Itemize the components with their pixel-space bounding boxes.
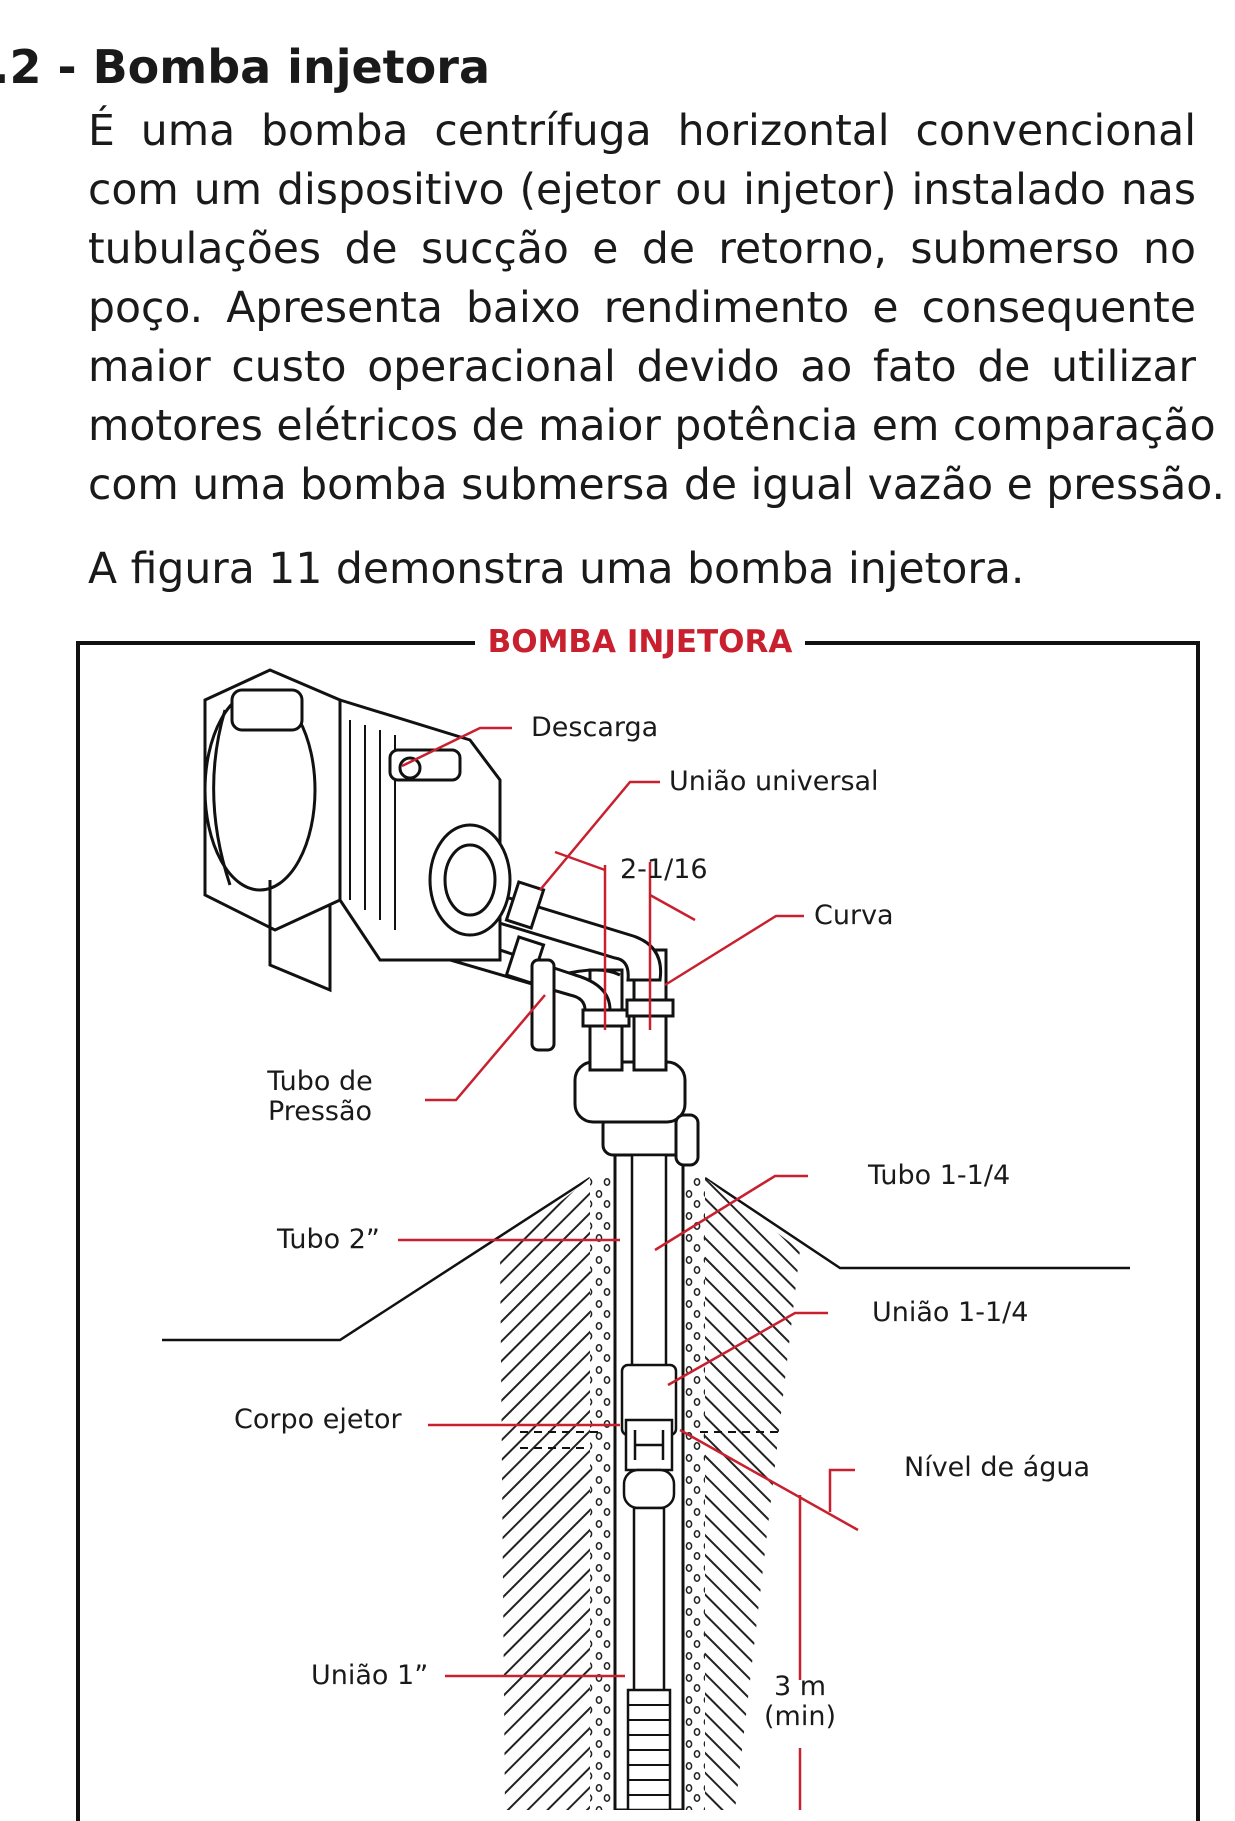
ejector-assembly (620, 1153, 678, 1810)
well-head (573, 1060, 700, 1167)
label-tubo-1-1-4: Tubo 1-1/4 (868, 1160, 1011, 1191)
label-uniao-1-1-4: União 1-1/4 (872, 1297, 1029, 1328)
label-tubo-de-pressao-line1: Tubo de (267, 1066, 373, 1097)
label-distance-3m: 3 m (min) (755, 1672, 845, 1732)
paragraph-line: É uma bomba centrífuga horizontal conven… (88, 107, 1196, 156)
section-heading: .2 - Bomba injetora (0, 40, 490, 94)
label-tubo-de-pressao: Tubo de Pressão (255, 1067, 385, 1127)
label-tubo-2: Tubo 2” (277, 1224, 380, 1255)
label-distance-min: (min) (764, 1701, 836, 1732)
figure-title: BOMBA INJETORA (475, 618, 805, 666)
paragraph-line: maior custo operacional devido ao fato d… (88, 343, 1196, 392)
label-distance-value: 3 m (773, 1671, 827, 1702)
paragraph-line: tubulações de sucção e de retorno, subme… (88, 225, 1196, 274)
label-uniao-universal: União universal (669, 766, 879, 797)
paragraph-line: com uma bomba submersa de igual vazão e … (88, 461, 1226, 510)
label-descarga: Descarga (531, 712, 659, 743)
figure-reference-text: A figura 11 demonstra uma bomba injetora… (88, 545, 1025, 594)
paragraph-line: motores elétricos de maior potência em c… (88, 402, 1216, 451)
description-paragraph: É uma bomba centrífuga horizontal conven… (88, 102, 1226, 515)
label-uniao-1: União 1” (311, 1660, 429, 1691)
ground-line (162, 1176, 1130, 1342)
pump-motor-body (203, 668, 512, 993)
label-corpo-ejetor: Corpo ejetor (234, 1404, 402, 1435)
label-nivel-de-agua: Nível de água (904, 1452, 1091, 1483)
label-tubo-de-pressao-line2: Pressão (267, 1096, 373, 1127)
paragraph-line: com um dispositivo (ejetor ou injetor) i… (88, 166, 1196, 215)
label-curva: Curva (814, 900, 894, 931)
label-leader-lines (398, 726, 859, 1810)
label-dimension-2-1-16: 2-1/16 (620, 854, 708, 885)
water-level-marks (520, 1431, 780, 1449)
paragraph-line: poço. Apresenta baixo rendimento e conse… (88, 284, 1196, 333)
